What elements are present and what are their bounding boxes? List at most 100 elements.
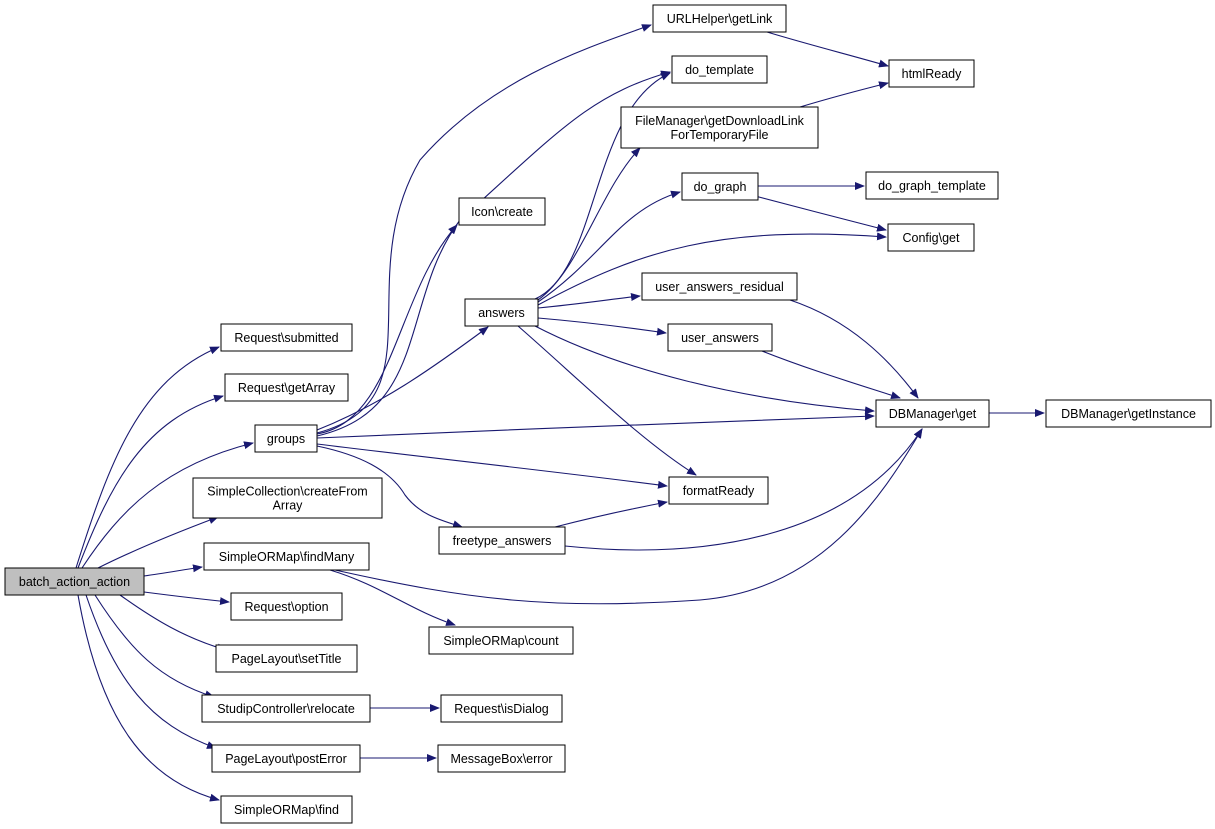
node-batch-action-action[interactable]: batch_action_action — [4, 567, 145, 596]
edge-batch-action-action-to-studipcontroller-relocate — [94, 594, 215, 699]
node-freetype-answers[interactable]: freetype_answers — [438, 526, 566, 555]
node-pagelayout-settitle[interactable]: PageLayout\setTitle — [215, 644, 358, 673]
edge-user-answers-residual-to-dbmanager-get — [789, 299, 919, 399]
node-label: ForTemporaryFile — [671, 128, 769, 142]
node-box — [192, 477, 383, 519]
node-htmlready[interactable]: htmlReady — [888, 59, 975, 88]
edges-layer — [75, 24, 1045, 802]
edge-batch-action-action-to-pagelayout-settitle — [119, 594, 227, 652]
node-label: SimpleORMap\findMany — [219, 550, 355, 564]
edge-simpleormap-findmany-to-dbmanager-get — [334, 428, 923, 605]
node-label: Request\isDialog — [454, 702, 549, 716]
node-box — [224, 373, 349, 402]
node-label: groups — [267, 432, 305, 446]
edge-groups-to-freetype-answers — [316, 445, 463, 529]
node-box — [681, 172, 759, 201]
node-box — [220, 795, 353, 824]
node-label: Request\getArray — [238, 381, 336, 395]
edge-groups-to-answers — [316, 326, 489, 431]
node-box — [464, 298, 539, 327]
node-label: PageLayout\setTitle — [231, 652, 341, 666]
node-pagelayout-posterror[interactable]: PageLayout\postError — [211, 744, 361, 773]
edge-groups-to-urlhelper-getlink — [316, 24, 652, 434]
node-label: PageLayout\postError — [225, 752, 347, 766]
node-request-getarray[interactable]: Request\getArray — [224, 373, 349, 402]
node-box — [875, 399, 990, 428]
edge-user-answers-to-dbmanager-get — [761, 350, 901, 400]
node-request-submitted[interactable]: Request\submitted — [220, 323, 353, 352]
edge-batch-action-action-to-groups — [81, 441, 254, 569]
edge-batch-action-action-to-simplecollection-createfromarray — [97, 516, 219, 569]
node-box — [254, 424, 318, 453]
node-box — [203, 542, 370, 571]
node-label: Request\option — [244, 600, 328, 614]
edge-answers-to-user-answers-residual — [537, 293, 641, 309]
edge-groups-to-dbmanager-get — [316, 412, 875, 439]
node-request-isdialog[interactable]: Request\isDialog — [440, 694, 563, 723]
node-box — [620, 106, 819, 149]
edge-groups-to-formatready — [316, 443, 668, 489]
node-simpleormap-findmany[interactable]: SimpleORMap\findMany — [203, 542, 370, 571]
node-label: formatReady — [683, 484, 755, 498]
edge-batch-action-action-to-request-submitted — [75, 346, 220, 569]
edge-batch-action-action-to-request-option — [143, 591, 230, 606]
node-answers[interactable]: answers — [464, 298, 539, 327]
node-label: answers — [478, 306, 525, 320]
node-box — [671, 55, 768, 84]
node-label: do_graph_template — [878, 179, 986, 193]
node-box — [641, 272, 798, 301]
node-formatready[interactable]: formatReady — [668, 476, 769, 505]
node-urlhelper-getlink[interactable]: URLHelper\getLink — [652, 4, 787, 33]
node-label: do_graph — [694, 180, 747, 194]
node-box — [230, 592, 343, 621]
node-do-graph-template[interactable]: do_graph_template — [865, 171, 999, 200]
node-label: Array — [273, 499, 304, 513]
node-filemanager-getdownloadlink[interactable]: FileManager\getDownloadLinkForTemporaryF… — [620, 106, 819, 149]
node-box — [428, 626, 574, 655]
node-label: DBManager\get — [889, 407, 977, 421]
node-label: MessageBox\error — [450, 752, 552, 766]
node-icon-create[interactable]: Icon\create — [458, 197, 546, 226]
edge-answers-to-config-get — [537, 232, 887, 306]
node-simpleormap-find[interactable]: SimpleORMap\find — [220, 795, 353, 824]
node-label: batch_action_action — [19, 575, 130, 589]
node-label: SimpleCollection\createFrom — [207, 485, 367, 499]
node-box — [1045, 399, 1212, 428]
node-label: URLHelper\getLink — [667, 12, 773, 26]
node-dbmanager-getinstance[interactable]: DBManager\getInstance — [1045, 399, 1212, 428]
node-label: Icon\create — [471, 205, 533, 219]
node-do-graph[interactable]: do_graph — [681, 172, 759, 201]
node-label: FileManager\getDownloadLink — [635, 114, 805, 128]
edge-simpleormap-findmany-to-simpleormap-count — [329, 569, 456, 626]
node-box — [437, 744, 566, 773]
node-box — [440, 694, 563, 723]
nodes-layer: batch_action_action Request\submittedRequ… — [4, 4, 1212, 824]
node-request-option[interactable]: Request\option — [230, 592, 343, 621]
node-label: do_template — [685, 63, 754, 77]
node-label: DBManager\getInstance — [1061, 407, 1196, 421]
edge-answers-to-dbmanager-get — [534, 325, 875, 415]
edge-do-graph-to-config-get — [754, 195, 887, 232]
node-messagebox-error[interactable]: MessageBox\error — [437, 744, 566, 773]
node-user-answers-residual[interactable]: user_answers_residual — [641, 272, 798, 301]
node-groups[interactable]: groups — [254, 424, 318, 453]
node-dbmanager-get[interactable]: DBManager\get — [875, 399, 990, 428]
node-box — [865, 171, 999, 200]
node-studipcontroller-relocate[interactable]: StudipController\relocate — [201, 694, 371, 723]
node-config-get[interactable]: Config\get — [887, 223, 975, 252]
edge-batch-action-action-to-simpleormap-find — [77, 594, 220, 802]
edge-batch-action-action-to-request-getarray — [77, 394, 224, 569]
node-box — [215, 644, 358, 673]
node-box — [201, 694, 371, 723]
node-simpleormap-count[interactable]: SimpleORMap\count — [428, 626, 574, 655]
edge-filemanager-getdownloadlink-to-htmlready — [799, 81, 889, 108]
node-do-template[interactable]: do_template — [671, 55, 768, 84]
node-user-answers[interactable]: user_answers — [667, 323, 773, 352]
edge-urlhelper-getlink-to-htmlready — [766, 31, 889, 68]
edge-answers-to-user-answers — [537, 317, 667, 336]
node-box — [458, 197, 546, 226]
node-box — [4, 567, 145, 596]
node-label: user_answers — [681, 331, 759, 345]
